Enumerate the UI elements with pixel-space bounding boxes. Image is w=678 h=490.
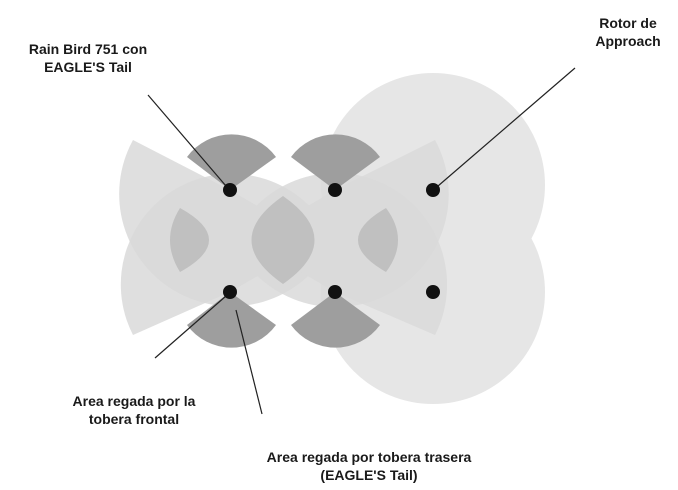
label-front-nozzle-area: Area regada por la tobera frontal bbox=[40, 392, 228, 428]
label-trasera-line1: Area regada por tobera trasera bbox=[266, 449, 472, 465]
label-frontal-line1: Area regada por la bbox=[72, 393, 196, 409]
rotor-dot-bottom-right bbox=[426, 285, 440, 299]
leader-frontal bbox=[154, 295, 227, 359]
sprinkler-heads bbox=[223, 183, 440, 299]
label-rotor-line2: Approach bbox=[595, 33, 661, 49]
label-rear-nozzle-area: Area regada por tobera trasera (EAGLE'S … bbox=[234, 448, 504, 484]
overlap-lens-left bbox=[170, 208, 209, 272]
rear-sector-top-left bbox=[187, 134, 276, 190]
rear-nozzle-coverage bbox=[187, 134, 380, 348]
sprinkler-dot-bottom-left bbox=[223, 285, 237, 299]
leader-trasera bbox=[235, 309, 263, 415]
label-frontal-line2: tobera frontal bbox=[88, 411, 180, 427]
label-trasera-line2: (EAGLE'S Tail) bbox=[320, 467, 418, 483]
sprinkler-dot-top-left bbox=[223, 183, 237, 197]
leader-lines bbox=[147, 67, 576, 415]
rotor-dot-top-right bbox=[426, 183, 440, 197]
overlap-lenses bbox=[170, 196, 398, 284]
sprinkler-dot-top-middle bbox=[328, 183, 342, 197]
rear-sector-bottom-middle bbox=[291, 292, 380, 348]
leader-rotor bbox=[437, 67, 576, 187]
label-rain-bird-line1: Rain Bird 751 con bbox=[28, 41, 148, 57]
label-rotor-line1: Rotor de bbox=[599, 15, 657, 31]
sprinkler-dot-bottom-middle bbox=[328, 285, 342, 299]
overlap-lens-right bbox=[358, 208, 398, 272]
label-rain-bird-line2: EAGLE'S Tail bbox=[44, 59, 132, 75]
label-rain-bird-751: Rain Bird 751 con EAGLE'S Tail bbox=[0, 40, 176, 76]
label-rotor-approach: Rotor de Approach bbox=[578, 14, 678, 50]
rear-sector-bottom-left bbox=[187, 292, 276, 348]
overlap-lens-center bbox=[251, 196, 315, 284]
leader-rain-bird bbox=[147, 94, 227, 187]
rear-sector-top-middle bbox=[291, 134, 380, 190]
